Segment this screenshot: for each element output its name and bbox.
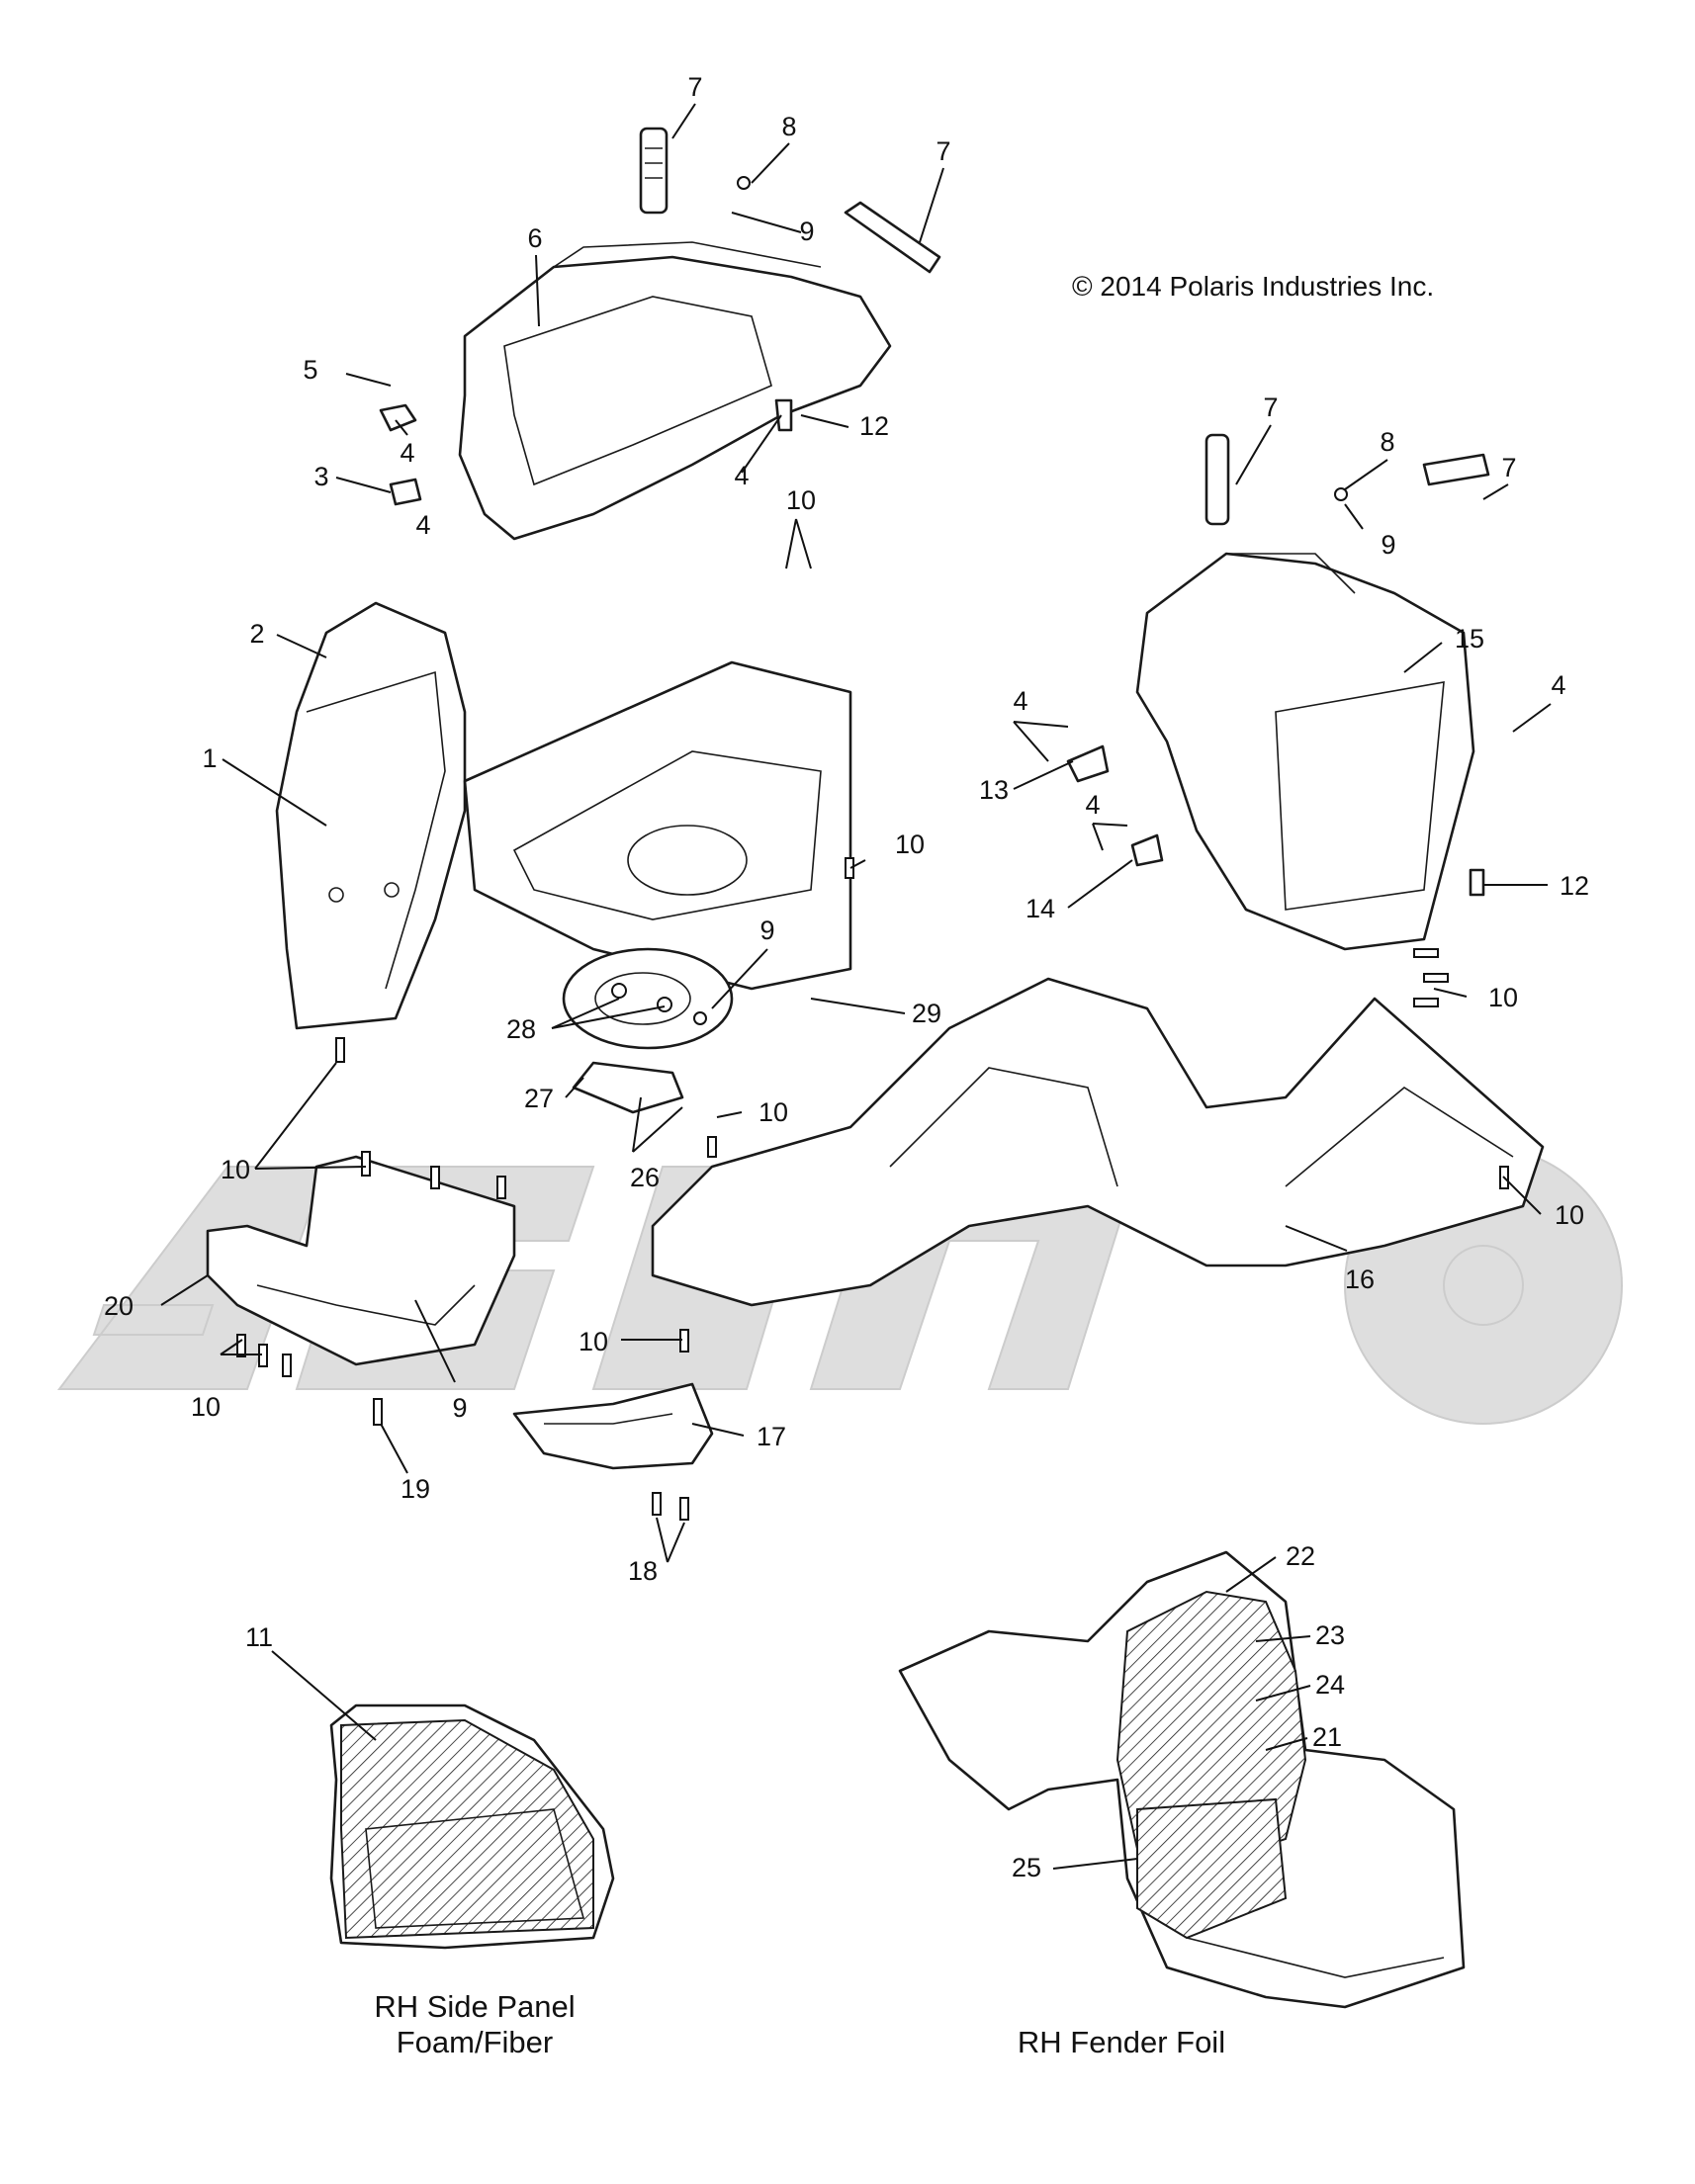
callout-1: 1 bbox=[202, 743, 217, 773]
callout-19: 19 bbox=[401, 1474, 430, 1504]
callout-8: 8 bbox=[1380, 427, 1394, 457]
inset-rh-side-panel bbox=[329, 1704, 615, 1950]
callout-10: 10 bbox=[758, 1097, 788, 1127]
callout-9: 9 bbox=[799, 217, 814, 246]
callout-4: 4 bbox=[400, 438, 414, 468]
callout-2: 2 bbox=[249, 619, 264, 649]
part-7-grab-strap bbox=[639, 127, 941, 274]
callout-12: 12 bbox=[1560, 871, 1589, 901]
callout-4: 4 bbox=[734, 461, 749, 490]
callout-28: 28 bbox=[506, 1014, 536, 1044]
callout-18: 18 bbox=[628, 1556, 658, 1586]
callout-8: 8 bbox=[781, 112, 796, 141]
callout-22: 22 bbox=[1286, 1541, 1315, 1571]
callout-7: 7 bbox=[1263, 393, 1278, 422]
small-brackets bbox=[379, 398, 1485, 897]
callout-labels: 7 8 7 9 6 5 4 3 4 4 12 10 2 1 7 8 7 9 15… bbox=[104, 72, 1589, 1882]
inset-right-caption: RH Fender Foil bbox=[1018, 2025, 1225, 2059]
callout-7: 7 bbox=[687, 72, 702, 102]
callout-13: 13 bbox=[979, 775, 1009, 805]
part-7-right-grab-strap bbox=[1204, 433, 1490, 526]
part-29-seal-ring bbox=[562, 947, 734, 1050]
callout-7: 7 bbox=[936, 136, 950, 166]
callout-3: 3 bbox=[313, 462, 328, 491]
part-17-skid-plate bbox=[512, 1382, 714, 1470]
callout-4: 4 bbox=[1013, 686, 1027, 716]
part-1-floor-panel bbox=[463, 660, 852, 991]
part-6-upper-rear-panel bbox=[458, 241, 892, 541]
part-2-left-fender bbox=[275, 601, 467, 1030]
callout-20: 20 bbox=[104, 1291, 134, 1321]
inset-left-caption-line1: RH Side Panel bbox=[374, 1989, 575, 2024]
callout-10: 10 bbox=[221, 1155, 250, 1184]
callout-26: 26 bbox=[630, 1163, 660, 1192]
callout-10: 10 bbox=[786, 485, 816, 515]
callout-15: 15 bbox=[1455, 624, 1484, 654]
callout-12: 12 bbox=[859, 411, 889, 441]
callout-4: 4 bbox=[1085, 790, 1100, 820]
inset-left-caption-line2: Foam/Fiber bbox=[397, 2025, 553, 2059]
callout-10: 10 bbox=[579, 1327, 608, 1356]
callout-7: 7 bbox=[1501, 453, 1516, 482]
callout-5: 5 bbox=[303, 355, 317, 385]
callout-24: 24 bbox=[1315, 1670, 1345, 1700]
inset-rh-fender-foil bbox=[898, 1550, 1466, 2009]
callout-10: 10 bbox=[895, 830, 925, 859]
callout-14: 14 bbox=[1026, 894, 1055, 923]
part-20-lower-front-panel bbox=[206, 1155, 516, 1366]
callout-6: 6 bbox=[527, 223, 542, 253]
part-15-right-side-panel bbox=[1135, 552, 1475, 951]
callout-27: 27 bbox=[524, 1084, 554, 1113]
callout-9: 9 bbox=[759, 916, 774, 945]
callout-23: 23 bbox=[1315, 1620, 1345, 1650]
callout-11: 11 bbox=[245, 1622, 273, 1652]
callout-25: 25 bbox=[1012, 1853, 1041, 1882]
callout-4: 4 bbox=[1551, 670, 1565, 700]
part-27-bracket bbox=[572, 1061, 684, 1114]
callout-16: 16 bbox=[1345, 1265, 1375, 1294]
callout-4: 4 bbox=[415, 510, 430, 540]
callout-10: 10 bbox=[1488, 983, 1518, 1012]
callout-21: 21 bbox=[1312, 1722, 1342, 1752]
leader-lines bbox=[160, 103, 1552, 1870]
callout-29: 29 bbox=[912, 999, 941, 1028]
callout-17: 17 bbox=[757, 1422, 786, 1451]
callout-10: 10 bbox=[191, 1392, 221, 1422]
callout-9: 9 bbox=[1381, 530, 1395, 560]
callout-9: 9 bbox=[452, 1393, 467, 1423]
copyright-notice: © 2014 Polaris Industries Inc. bbox=[1072, 271, 1434, 302]
callout-10: 10 bbox=[1555, 1200, 1584, 1230]
part-16-right-fender bbox=[651, 977, 1545, 1307]
